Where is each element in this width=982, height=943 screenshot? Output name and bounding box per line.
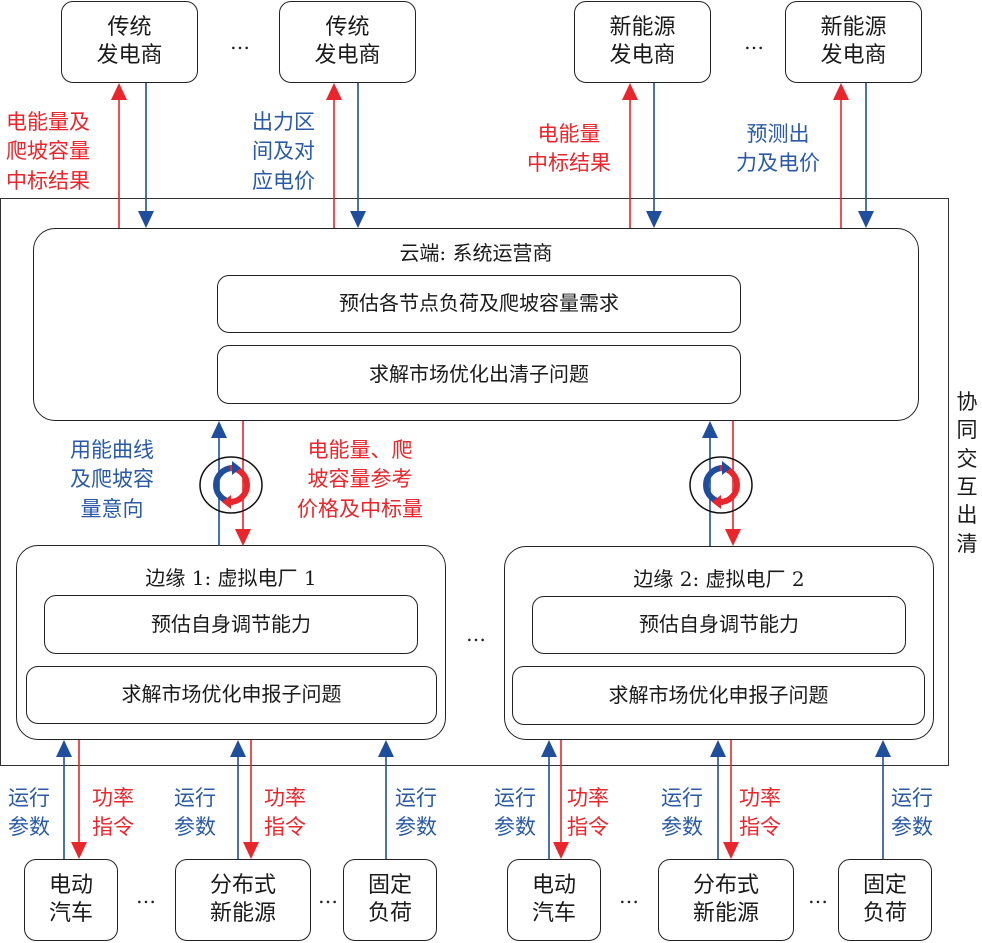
ellipsis: … [318,884,338,908]
side-label-collaborative-clearing: 协 同 交 互 出 清 [956,390,978,556]
generator-traditional-1: 传统 发电商 [61,1,198,83]
edge-2-task-capability: 预估自身调节能力 [532,596,906,654]
device-fixed-load-1: 固定负荷 [343,859,437,941]
device-fixed-load-2: 固定负荷 [838,859,932,941]
label-operating-params: 运行参数 [891,786,933,840]
label-operating-params: 运行参数 [661,786,703,840]
label-renewable-award: 电能量 中标结果 [527,122,611,176]
label-power-command: 功率指令 [739,786,781,840]
ellipsis: … [136,884,156,908]
label-reference-price: 电能量、爬 坡容量参考 价格及中标量 [297,438,423,521]
cloud-title: 云端: 系统运营商 [399,241,553,265]
label-operating-params: 运行参数 [174,786,216,840]
ellipsis: … [466,622,486,646]
edge-1-task-bidding: 求解市场优化申报子问题 [26,666,437,724]
label-power-command: 功率指令 [264,786,306,840]
label-power-command: 功率指令 [567,786,609,840]
label-operating-params: 运行参数 [8,786,50,840]
device-der-2: 分布式新能源 [658,859,794,941]
label-power-command: 功率指令 [92,786,134,840]
collaborative-clearing-frame [0,198,949,766]
generator-renewable-1: 新能源 发电商 [574,1,711,83]
generator-renewable-2: 新能源 发电商 [785,1,922,83]
label-traditional-bid: 出力区 间及对 应电价 [252,110,315,193]
edge-1-title: 边缘 1: 虚拟电厂 1 [145,566,317,590]
device-ev-1: 电动汽车 [24,859,118,941]
ellipsis: … [744,30,764,54]
cloud-task-clearing: 求解市场优化出清子问题 [217,345,741,404]
label-operating-params: 运行参数 [395,786,437,840]
label-renewable-forecast: 预测出 力及电价 [736,122,820,176]
edge-1-task-capability: 预估自身调节能力 [44,595,418,654]
label-consumption-intent: 用能曲线 及爬坡容 量意向 [70,438,154,521]
label-traditional-award: 电能量及 爬坡容量 中标结果 [6,110,90,193]
label-operating-params: 运行参数 [494,786,536,840]
edge-2-title: 边缘 2: 虚拟电厂 2 [633,567,805,591]
edge-2-task-bidding: 求解市场优化申报子问题 [512,666,925,725]
generator-traditional-2: 传统 发电商 [279,1,416,83]
ellipsis: … [619,884,639,908]
device-ev-2: 电动汽车 [507,859,601,941]
ellipsis: … [230,30,250,54]
ellipsis: … [808,884,828,908]
device-der-1: 分布式新能源 [175,859,311,941]
cloud-task-forecast: 预估各节点负荷及爬坡容量需求 [217,275,741,333]
